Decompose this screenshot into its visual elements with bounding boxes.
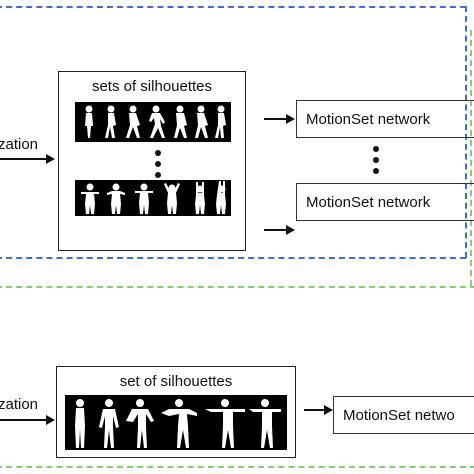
vertical-ellipsis-networks: [373, 146, 381, 179]
arm-raise-sequence-image: [75, 399, 281, 448]
silhouette-strip-bottom: [65, 395, 287, 450]
box-title-top: sets of silhouettes: [91, 78, 213, 95]
box-title-bottom: set of silhouettes: [119, 373, 233, 390]
lower-dashed-border-bottom: [0, 466, 474, 468]
silhouettes-box-top: sets of silhouettes: [58, 71, 246, 251]
network-label-2: MotionSet network: [306, 193, 431, 211]
outer-dashed-border-top: [0, 6, 466, 8]
arrow-to-network-bottom: [304, 405, 333, 415]
bottom-left-label: zation: [0, 396, 39, 413]
motionset-network-box-bottom: MotionSet netwo: [333, 396, 474, 434]
bottom-input-arrow: [0, 415, 55, 425]
top-input-arrow: [0, 154, 55, 164]
arrow-to-network-2: [264, 225, 295, 235]
network-label-1: MotionSet network: [306, 110, 431, 128]
arm-raise-silhouettes-image: [81, 181, 226, 214]
silhouette-strip-arms: [75, 180, 231, 216]
inner-dashed-border-right: [470, 30, 472, 286]
motionset-network-box-1: MotionSet network: [296, 100, 474, 138]
silhouette-strip-walk: [75, 102, 231, 142]
silhouettes-box-bottom: set of silhouettes: [56, 366, 296, 458]
walking-silhouettes-image: [85, 105, 226, 138]
motionset-network-box-2: MotionSet network: [296, 183, 474, 221]
outer-dashed-border-right: [465, 6, 467, 258]
inner-dashed-border-bottom: [0, 286, 474, 288]
network-label-bottom: MotionSet netwo: [343, 406, 455, 424]
outer-dashed-border-bottom: [0, 257, 466, 259]
arrow-to-network-1: [264, 114, 295, 124]
vertical-ellipsis-top-box: [155, 150, 163, 183]
top-left-label: zation: [0, 136, 39, 153]
